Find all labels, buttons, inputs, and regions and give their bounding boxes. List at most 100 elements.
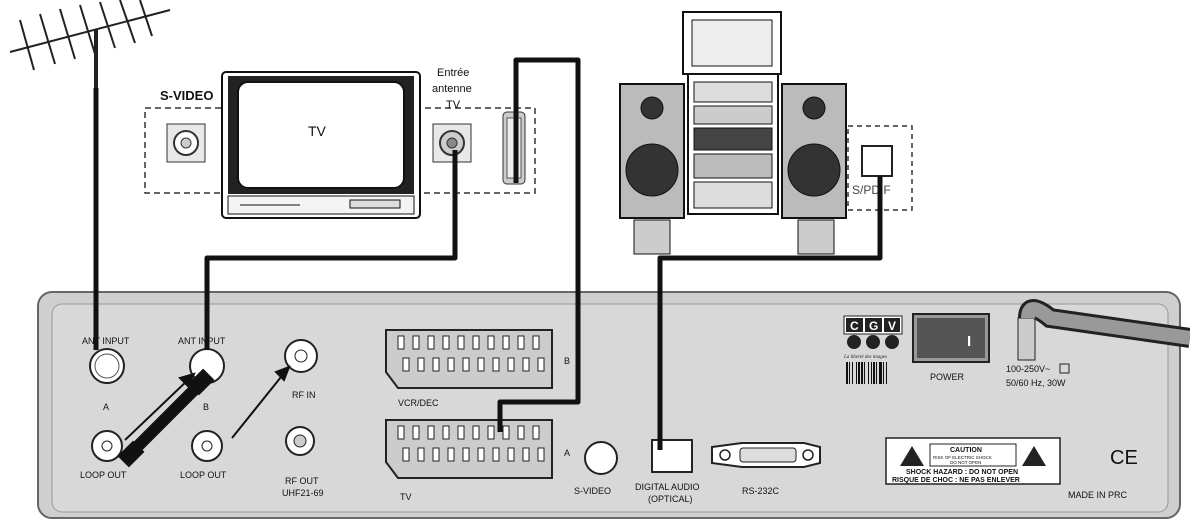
scart-pin — [517, 425, 525, 440]
rf-out-port — [285, 426, 315, 456]
cable-tv-antenna-to-ant-input-b — [204, 150, 458, 350]
tv-label: TV — [308, 123, 327, 139]
scart-pin — [537, 357, 545, 372]
scart-a-name: TV — [400, 492, 412, 502]
scart-pin — [397, 425, 405, 440]
barcode-bar — [876, 362, 877, 384]
tv-antenna-input-label-2: antenne — [432, 83, 472, 95]
power-switch: I — [912, 313, 990, 363]
cable-tv-scart-to-scart-a — [497, 57, 581, 432]
tv-antenna-input-label-1: Entrée — [437, 67, 469, 79]
scart-pin — [397, 335, 405, 350]
power-switch-mark: I — [967, 333, 971, 350]
loop-out-a-label: LOOP OUT — [80, 470, 127, 480]
caution-line-2: DO NOT OPEN — [950, 460, 981, 465]
scart-pin — [457, 425, 465, 440]
scart-pin — [447, 447, 455, 462]
loop-connector-a — [117, 440, 145, 468]
cgv-logo-icon: C G V La liberté des images — [843, 315, 903, 360]
scart-pin — [402, 357, 410, 372]
spdif-panel — [847, 125, 913, 211]
scart-pin — [502, 335, 510, 350]
scart-pin — [522, 447, 530, 462]
scart-pin — [522, 357, 530, 372]
frequency-label: 50/60 Hz, 30W — [1006, 378, 1066, 388]
barcode-bar — [871, 362, 872, 384]
scart-pin — [487, 335, 495, 350]
loop-out-b-port — [191, 430, 223, 462]
scart-pin — [507, 357, 515, 372]
loop-out-b-label: LOOP OUT — [180, 470, 227, 480]
scart-pin — [432, 447, 440, 462]
power-cord — [1017, 299, 1190, 361]
scart-pin — [427, 425, 435, 440]
scart-pin — [487, 425, 495, 440]
scart-pin — [447, 357, 455, 372]
cables — [93, 57, 883, 461]
scart-pin — [492, 357, 500, 372]
tv-svideo-label: S-VIDEO — [160, 88, 213, 103]
barcode-bar — [858, 362, 860, 384]
caution-title: CAUTION — [950, 447, 982, 454]
barcode-bar — [864, 362, 865, 384]
scart-pin — [442, 425, 450, 440]
made-in-label: MADE IN PRC — [1068, 490, 1128, 500]
cgv-slogan: La liberté des images — [843, 355, 887, 360]
tv-icon — [221, 71, 421, 219]
scart-pin — [472, 335, 480, 350]
caution-label-panel — [885, 437, 1061, 485]
scart-pin — [412, 335, 420, 350]
tv-svideo-port — [166, 123, 206, 163]
scart-pin — [427, 335, 435, 350]
tv-antenna-input-label-3: TV — [446, 99, 461, 111]
scart-pin — [532, 335, 540, 350]
ant-input-a-letter: A — [103, 402, 109, 412]
barcode-bar — [846, 362, 848, 384]
ant-input-b-letter: B — [203, 402, 209, 412]
scart-pin — [412, 425, 420, 440]
rf-out-band-label: UHF21-69 — [282, 488, 324, 498]
antenna-icon — [9, 0, 171, 90]
scart-pin — [457, 335, 465, 350]
scart-pin — [507, 447, 515, 462]
rf-in-port — [284, 339, 318, 373]
cgv-letter-v: V — [888, 319, 896, 333]
scart-pin — [417, 357, 425, 372]
scart-pin — [537, 447, 545, 462]
svideo-label: S-VIDEO — [574, 486, 611, 496]
cable-spdif-to-optical — [657, 176, 883, 450]
ant-input-a-port — [89, 348, 125, 384]
cgv-letter-g: G — [869, 319, 878, 333]
scart-b-name: VCR/DEC — [398, 398, 439, 408]
voltage-label: 100-250V~ — [1006, 364, 1050, 374]
signal-arrows — [124, 365, 291, 441]
scart-b-letter: B — [564, 356, 570, 366]
cgv-letter-c: C — [850, 319, 859, 333]
barcode-bar — [883, 362, 884, 384]
barcode-bar — [868, 362, 869, 384]
scart-pin — [462, 447, 470, 462]
scart-pin — [432, 357, 440, 372]
scart-pin — [492, 447, 500, 462]
scart-pin — [532, 425, 540, 440]
class-ii-icon — [1059, 363, 1070, 374]
barcode-bar — [856, 362, 857, 384]
shock-warning-icon — [900, 446, 924, 466]
tv-antenna-port — [432, 123, 472, 163]
scart-a-port — [385, 419, 553, 479]
scart-pin — [462, 357, 470, 372]
cable-loop-out-a-to-ant-input-b — [123, 383, 201, 461]
scart-pin — [477, 447, 485, 462]
caution-line-1: RISK OF ELECTRIC SHOCK — [933, 455, 992, 460]
barcode-bar — [879, 362, 882, 384]
scart-pin — [517, 335, 525, 350]
scart-pin — [402, 447, 410, 462]
ant-input-a-label: ANT INPUT — [82, 336, 130, 346]
barcode-icon — [846, 362, 887, 384]
scart-pin — [417, 447, 425, 462]
loop-connector-b — [187, 368, 215, 396]
barcode-bar — [886, 362, 887, 384]
rs232c-label: RS-232C — [742, 486, 780, 496]
scart-pin — [477, 357, 485, 372]
scart-b-port — [385, 329, 553, 389]
